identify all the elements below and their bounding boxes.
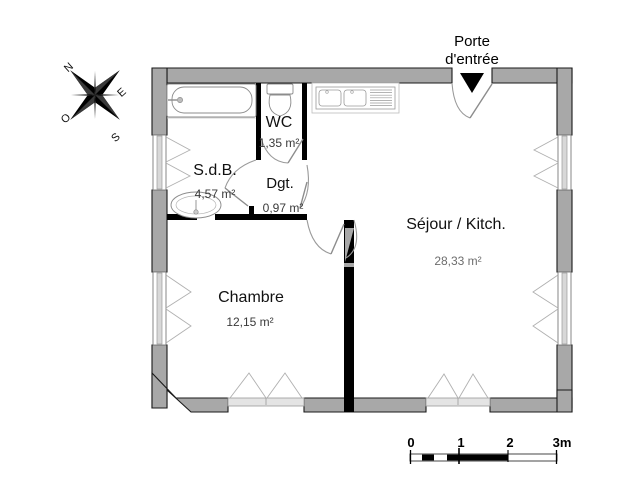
room-label-chambre: Chambre	[218, 289, 284, 306]
win-left-top	[152, 134, 191, 191]
room-label-sdb: S.d.B.	[193, 162, 237, 179]
room-area-sdb: 4,57 m²	[195, 187, 236, 201]
win-left-bottom	[152, 271, 192, 346]
door-sdb	[224, 159, 257, 207]
interior-partitions	[167, 83, 354, 412]
room-area-dgt: 0,97 m²	[263, 201, 304, 215]
partition-dgt-bottom	[215, 214, 307, 220]
entrance-callout-line2: d'entrée	[445, 51, 499, 68]
bathtub-fixture	[166, 83, 257, 119]
win-right-top	[533, 134, 572, 191]
wall-top-left	[152, 67, 453, 84]
scale-label-2: 2	[506, 435, 513, 450]
door-sejour-partition	[345, 219, 358, 259]
scale-label-0: 0	[407, 435, 414, 450]
fixtures-group	[166, 82, 400, 219]
entrance-callout: Porte d'entrée	[445, 33, 499, 93]
door-dgt-sejour	[299, 164, 309, 209]
partition-sdb-bottom-left	[167, 214, 197, 220]
room-area-wc: 1,35 m²	[259, 136, 300, 150]
wall-left-upper	[151, 67, 168, 136]
wall-right-middle	[556, 189, 573, 273]
wall-bottom-left-chamfer	[151, 371, 229, 413]
entrance-callout-line1: Porte	[454, 33, 490, 50]
wall-right-upper	[556, 67, 573, 136]
scale-bar: 0 1 2 3m	[407, 435, 571, 464]
partition-wc-left	[256, 83, 261, 160]
win-bottom-right	[425, 373, 491, 407]
door-wc	[260, 137, 304, 164]
wall-left-middle	[151, 189, 168, 273]
scale-seg-b	[447, 454, 459, 461]
room-label-wc: WC	[266, 114, 293, 131]
partition-wc-right	[302, 83, 307, 160]
scale-seg-main	[459, 454, 508, 461]
down-arrow-marker-icon	[460, 73, 484, 93]
room-labels: S.d.B. 4,57 m² WC 1,35 m² Dgt. 0,97 m² S…	[193, 114, 506, 329]
partition-central-band	[344, 263, 354, 267]
door-swings-group	[224, 82, 493, 259]
scale-label-1: 1	[457, 435, 464, 450]
door-chambre	[306, 219, 345, 255]
room-area-sejour-kitch: 28,33 m²	[434, 254, 481, 268]
win-right-bottom	[532, 271, 572, 346]
room-label-sejour-kitch: Séjour / Kitch.	[406, 216, 506, 233]
partition-central	[344, 220, 354, 412]
kitchen-sink-fixture	[311, 82, 400, 114]
toilet-fixture	[266, 83, 294, 117]
wall-bottom-middle	[303, 397, 427, 413]
partition-dgt-left-stub	[249, 206, 254, 220]
washbasin-fixture	[170, 191, 222, 219]
outer-walls	[151, 67, 573, 413]
scale-label-3: 3m	[553, 435, 572, 450]
wall-corner-bottom-right	[556, 389, 573, 413]
scale-seg-a	[422, 454, 434, 461]
partition-central-jamb	[345, 228, 354, 262]
room-label-dgt: Dgt.	[266, 175, 294, 192]
room-area-chambre: 12,15 m²	[226, 315, 273, 329]
win-bottom-left	[227, 372, 305, 407]
windows-group	[152, 134, 572, 407]
door-entrance	[451, 82, 493, 119]
